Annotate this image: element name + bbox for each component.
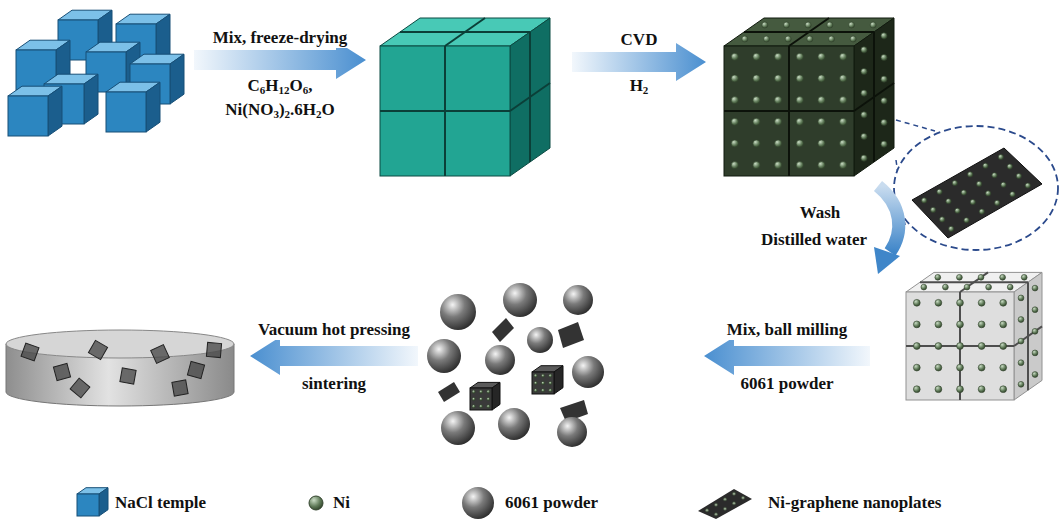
powder-sphere [441, 411, 475, 445]
disk-top [6, 330, 234, 358]
powder-sphere [440, 294, 476, 330]
step-label: Vacuum hot pressing [256, 320, 412, 340]
ni-dots [861, 33, 887, 161]
cube-shape [380, 18, 550, 176]
legend-swatch [309, 496, 323, 510]
step-label: CVD [619, 30, 660, 50]
nanoplate [558, 322, 584, 348]
powder-sphere [485, 345, 515, 375]
powder-sphere [503, 283, 537, 317]
legend-text: 6061 powder [505, 493, 598, 513]
embedded-cube [88, 340, 107, 359]
nanoplate [438, 382, 460, 402]
embedded-cube [206, 342, 221, 357]
step-label: C6H12O6, [246, 76, 315, 96]
ni-dots [742, 22, 876, 42]
arrow-head [874, 247, 900, 274]
powder-sphere [527, 327, 553, 353]
legend-text: Ni [333, 493, 350, 513]
step-label: Ni(NO3)2.6H2O [223, 100, 337, 120]
ni-dots [472, 390, 490, 408]
ni-dots [921, 274, 1027, 290]
cube-grid [906, 272, 1042, 400]
embedded-cube [21, 343, 39, 361]
process-arrow [250, 337, 418, 375]
powder-sphere [572, 356, 604, 388]
ni-dots [731, 53, 847, 169]
zoom-line [896, 120, 935, 131]
process-arrow [704, 337, 870, 375]
step-label: H2 [628, 76, 651, 96]
step-label: Mix, freeze-drying [211, 28, 350, 48]
cube-shape [724, 18, 894, 176]
step-label: sintering [300, 374, 368, 394]
ni-dots [534, 374, 552, 392]
cube-grid [380, 18, 550, 176]
step-label: Wash [798, 203, 843, 223]
embedded-cube [120, 368, 136, 384]
legend-swatch [698, 489, 752, 519]
ni-dots [1018, 285, 1038, 387]
cube-shape [470, 382, 500, 410]
legend-swatch [462, 487, 494, 519]
curved-arrow [878, 186, 899, 252]
cube-shape [8, 86, 62, 136]
legend-text: Ni-graphene nanoplates [768, 493, 941, 513]
ni-dots [922, 154, 1031, 231]
step-label: 6061 powder [738, 374, 835, 394]
cube-shape [532, 366, 563, 394]
step-label: Distilled water [759, 230, 869, 250]
embedded-cube [172, 380, 188, 396]
legend-text: NaCl temple [115, 493, 206, 513]
powder-sphere [427, 339, 461, 373]
cube-shape [77, 488, 108, 516]
cube-shape [106, 82, 160, 132]
cube-grid [724, 18, 894, 176]
embedded-cube [70, 378, 90, 398]
step-label: Mix, ball milling [725, 320, 849, 340]
zoom-ellipse [894, 126, 1058, 250]
legend-swatch [77, 488, 108, 516]
graphene-sheet [912, 148, 1042, 238]
embedded-cube [187, 361, 204, 378]
ni-dots [705, 492, 744, 516]
nanoplate [492, 318, 514, 342]
powder-sphere [557, 417, 587, 447]
embedded-cube [151, 345, 170, 364]
embedded-cube [53, 363, 70, 380]
legend-icons [77, 487, 752, 519]
powder-sphere [498, 408, 530, 440]
ni-dots [913, 299, 1006, 392]
cube-shape [906, 272, 1042, 400]
powder-sphere [563, 285, 593, 315]
